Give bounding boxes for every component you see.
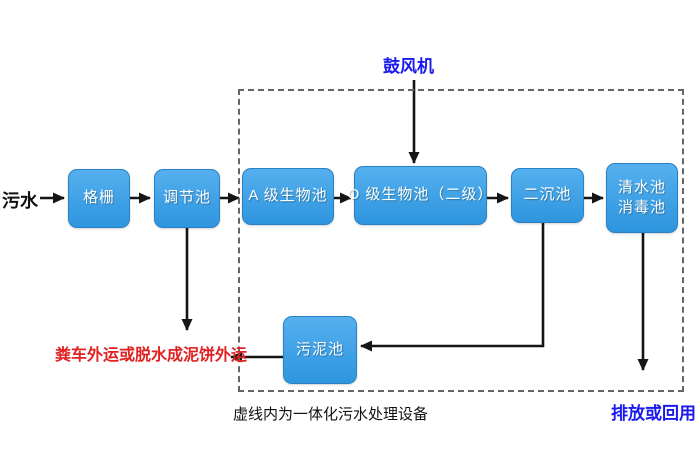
node-sludge-tank: 污泥池: [283, 316, 357, 384]
node-secondary-sedimentation-tank: 二沉池: [511, 168, 584, 223]
clear-water-line1: 清水池: [617, 178, 666, 196]
node-regulating-tank: 调节池: [154, 169, 220, 228]
dashed-box-caption: 虚线内为一体化污水处理设备: [233, 406, 429, 423]
integrated-equipment-boundary: [238, 89, 684, 392]
discharge-reuse-label: 排放或回用: [611, 404, 696, 423]
sludge-disposal-label: 粪车外运或脱水成泥饼外运: [55, 347, 248, 364]
blower-label: 鼓风机: [383, 57, 434, 76]
node-grid-tank: 格栅: [68, 169, 130, 228]
node-o-bio-tank: O 级生物池（二级）: [348, 166, 492, 225]
node-a-bio-tank: A 级生物池: [242, 168, 334, 225]
clear-water-line2: 消毒池: [617, 199, 666, 216]
influent-label: 污水: [2, 191, 38, 211]
node-clear-water-disinfection-tank: 清水池 消毒池: [606, 163, 678, 233]
